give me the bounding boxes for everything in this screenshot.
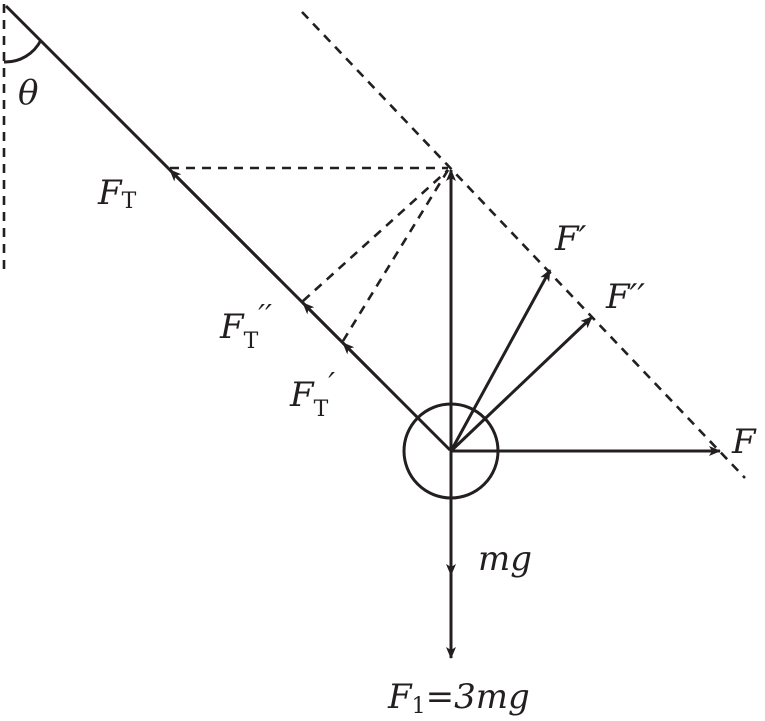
f-prime-label: F′ bbox=[554, 219, 587, 259]
ft-double-prime-label: FT′′ bbox=[219, 299, 272, 354]
ft-prime-arrow bbox=[341, 341, 382, 382]
f-double-prime-arrow bbox=[449, 315, 594, 453]
f-prime-arrow bbox=[449, 269, 552, 452]
theta-arc bbox=[3, 39, 43, 64]
ft-double-prime-arrow bbox=[301, 301, 342, 342]
mg-label: mg bbox=[478, 539, 532, 579]
f1-label: F1=3mg bbox=[387, 677, 530, 719]
theta-label: θ bbox=[18, 73, 38, 113]
dashed-line-ftpp-to-resultant bbox=[302, 169, 449, 302]
f-label: F bbox=[731, 422, 757, 462]
dashed-diagonal-line bbox=[301, 11, 746, 479]
dashed-line-ftp-to-resultant bbox=[341, 169, 450, 342]
ft-label: FT bbox=[97, 173, 137, 214]
ft-prime-label: FT′ bbox=[289, 367, 335, 422]
ft-arrow bbox=[168, 168, 282, 282]
f-double-prime-label: F′′ bbox=[605, 277, 645, 317]
